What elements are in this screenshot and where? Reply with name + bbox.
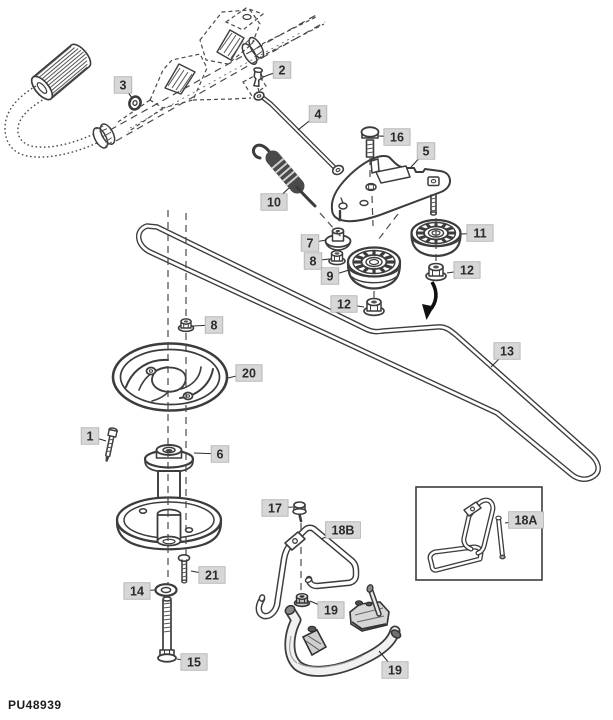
callout-box-8 [303, 252, 323, 270]
callout-box-11 [466, 224, 494, 242]
callout-box-15 [180, 653, 208, 671]
shield-part-20 [111, 342, 229, 412]
callout-box-19 [381, 661, 409, 679]
callout-label-16: 16 [390, 131, 404, 145]
washer-part-14 [154, 583, 178, 597]
callout-label-19: 19 [388, 664, 402, 678]
callout-box-12 [453, 261, 481, 279]
clevis-pin-part-2 [253, 67, 264, 96]
spacer-part-7 [324, 227, 352, 251]
construction-lines [167, 158, 437, 594]
callout-box-6 [210, 445, 230, 463]
nut-part-8-lower [177, 318, 195, 333]
callout-label-8: 8 [211, 319, 218, 333]
callout-box-14 [123, 582, 151, 600]
nut-part-12-left [363, 297, 385, 317]
callout-box-3 [113, 76, 133, 94]
flat-idler-pulley-part-11 [410, 218, 462, 258]
callout-box-16 [383, 128, 411, 146]
callout-box-18A [508, 511, 544, 529]
washer-part-3 [128, 95, 142, 111]
belt-part-13 [136, 223, 601, 482]
belt-guide-part-18a [427, 497, 506, 573]
callout-label-12: 12 [337, 298, 351, 312]
callout-label-3: 3 [120, 79, 127, 93]
callout-box-8 [204, 316, 224, 334]
callout-box-4 [308, 105, 328, 123]
callout-label-9: 9 [327, 270, 334, 284]
callout-box-18B [325, 521, 361, 539]
inset-box-18a [415, 486, 543, 581]
callout-label-6: 6 [217, 448, 224, 462]
bolt-part-15 [157, 596, 177, 663]
callout-box-1 [80, 427, 100, 445]
callout-box-21 [198, 566, 226, 584]
lift-rod-part-4 [253, 91, 345, 176]
idler-plate-part-5 [330, 154, 451, 223]
belt-direction-arrow [422, 281, 438, 320]
callout-label-8: 8 [310, 255, 317, 269]
callout-box-13 [493, 342, 521, 360]
callout-box-5 [416, 142, 436, 160]
callout-label-18B: 18B [332, 524, 355, 538]
callout-label-15: 15 [187, 656, 201, 670]
bolt-part-17 [292, 501, 307, 523]
callout-label-21: 21 [205, 569, 219, 583]
figure-code: PU48939 [8, 698, 62, 712]
callout-box-7 [300, 234, 320, 252]
spindle-part-6 [115, 444, 223, 551]
phantom-lever-drawing [4, 13, 326, 158]
spring-part-10 [251, 143, 317, 208]
nut-part-8-upper [328, 249, 346, 266]
callout-label-18A: 18A [515, 514, 538, 528]
belt-guide-part-18b [255, 524, 360, 620]
callout-label-10: 10 [267, 196, 281, 210]
callout-box-20 [235, 364, 263, 382]
nut-part-19 [293, 593, 311, 608]
callout-label-14: 14 [130, 585, 144, 599]
phantom-frame-drawing [117, 7, 325, 133]
bolt-part-21 [177, 553, 191, 584]
callout-label-7: 7 [307, 237, 314, 251]
callout-box-17 [261, 499, 289, 517]
callout-label-19: 19 [324, 604, 338, 618]
callout-label-12: 12 [460, 264, 474, 278]
callout-label-17: 17 [268, 502, 282, 516]
v-idler-pulley-part-9 [346, 246, 402, 290]
stud-part-1 [105, 427, 119, 462]
callout-label-5: 5 [423, 145, 430, 159]
bolt-part-16 [360, 126, 380, 158]
callout-label-20: 20 [242, 367, 256, 381]
callout-label-11: 11 [473, 227, 486, 241]
nut-part-12-right [425, 262, 447, 282]
callout-label-4: 4 [315, 108, 322, 122]
callout-label-1: 1 [87, 430, 94, 444]
callout-box-9 [320, 267, 340, 285]
guard-bar-part-19 [284, 584, 402, 677]
callouts-layer: 3241651078911121213820161718B21141915191… [80, 61, 544, 679]
callout-box-12 [330, 295, 358, 313]
callout-label-2: 2 [279, 64, 286, 78]
callout-label-13: 13 [500, 345, 514, 359]
callout-box-19 [317, 601, 345, 619]
callout-box-10 [260, 193, 288, 211]
callout-box-2 [272, 61, 292, 79]
